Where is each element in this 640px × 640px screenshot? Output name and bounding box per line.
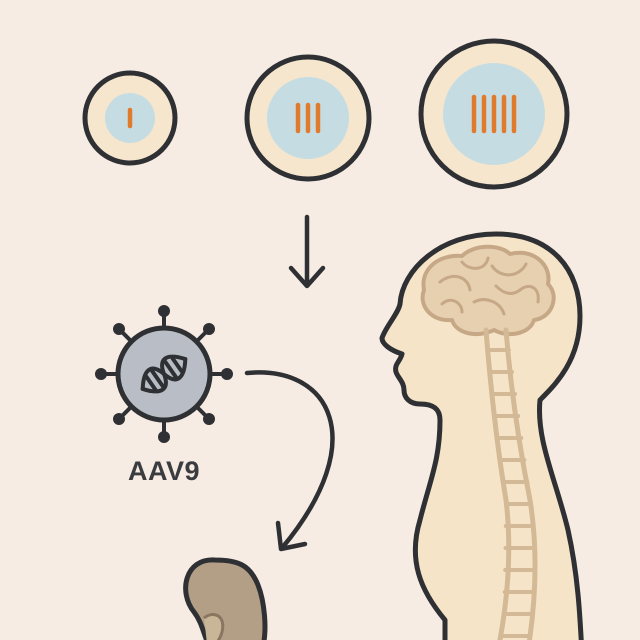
- virus-label: AAV9: [128, 456, 200, 486]
- repeat-bars: [295, 102, 321, 134]
- human-silhouette-icon: [379, 231, 584, 640]
- brain-icon: [420, 244, 556, 337]
- virus-icon: [95, 305, 233, 443]
- spinal-cord-icon: [483, 327, 538, 640]
- kidney-icon: [183, 557, 268, 640]
- cell-small: [82, 70, 178, 166]
- curved-arrow-icon: [244, 370, 335, 552]
- arrow-down-icon: [288, 214, 326, 289]
- cell-large: [418, 38, 570, 190]
- repeat-bars: [471, 94, 517, 134]
- dna-helix-icon: [140, 354, 188, 394]
- cell-medium: [244, 54, 372, 182]
